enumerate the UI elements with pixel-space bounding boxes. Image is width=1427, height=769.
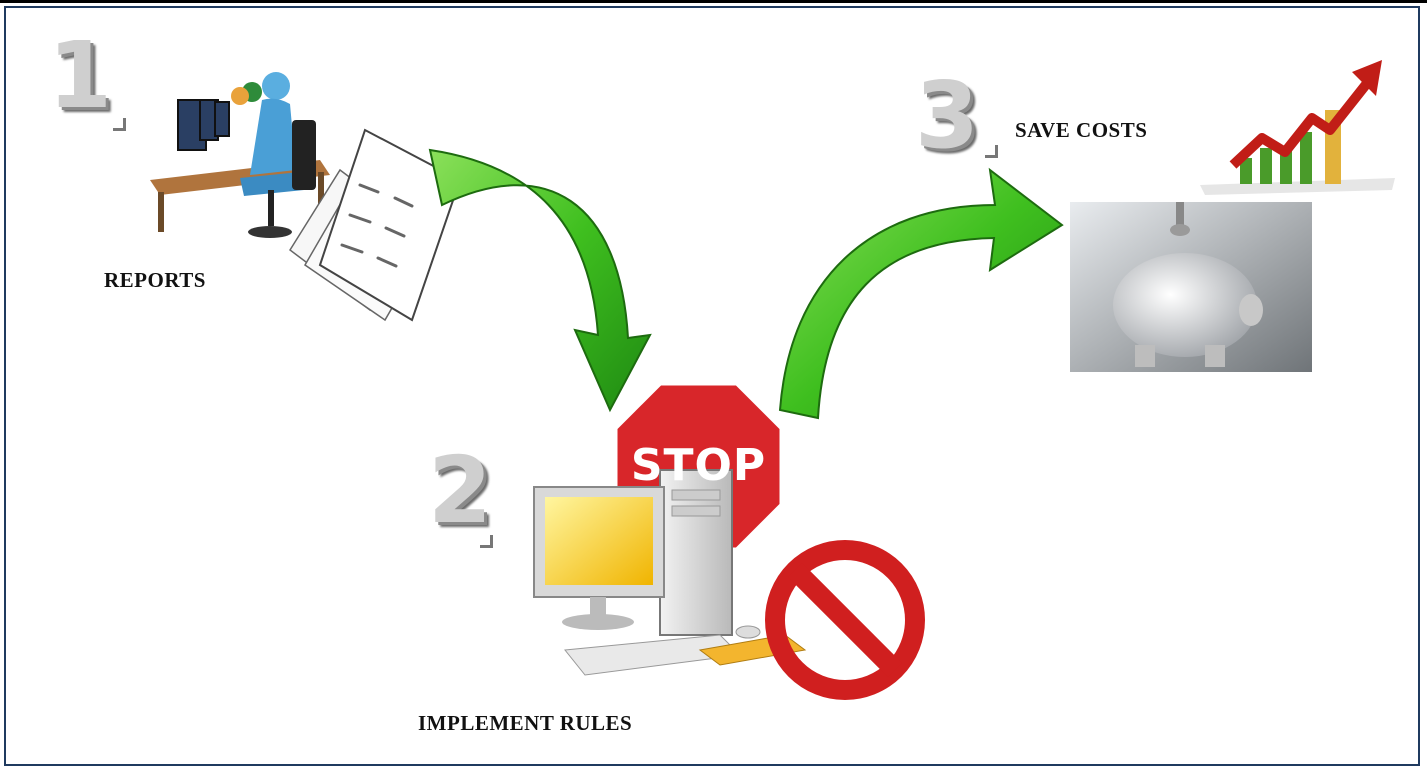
curved-arrow-icon	[778, 167, 1064, 420]
growth-chart-icon	[1200, 60, 1395, 195]
top-border-line	[0, 0, 1427, 3]
step-label-implement-rules: IMPLEMENT RULES	[418, 711, 633, 735]
step-number-1: 1	[48, 22, 112, 129]
curved-arrow-icon	[428, 148, 652, 413]
piggy-bank-icon	[1070, 202, 1312, 372]
computer-icon	[533, 469, 807, 676]
step-number-3: 3	[915, 62, 979, 169]
step-label-save-costs: SAVE COSTS	[1015, 118, 1148, 142]
step-number-dot	[113, 118, 126, 131]
stop-sign-text: STOP	[630, 440, 767, 491]
step-label-reports: REPORTS	[104, 268, 206, 292]
step-number-dot	[480, 535, 493, 548]
office-workers-icon	[150, 72, 330, 238]
step-number-2: 2	[428, 437, 492, 544]
step-number-dot	[985, 145, 998, 158]
prohibited-icon	[765, 540, 925, 700]
